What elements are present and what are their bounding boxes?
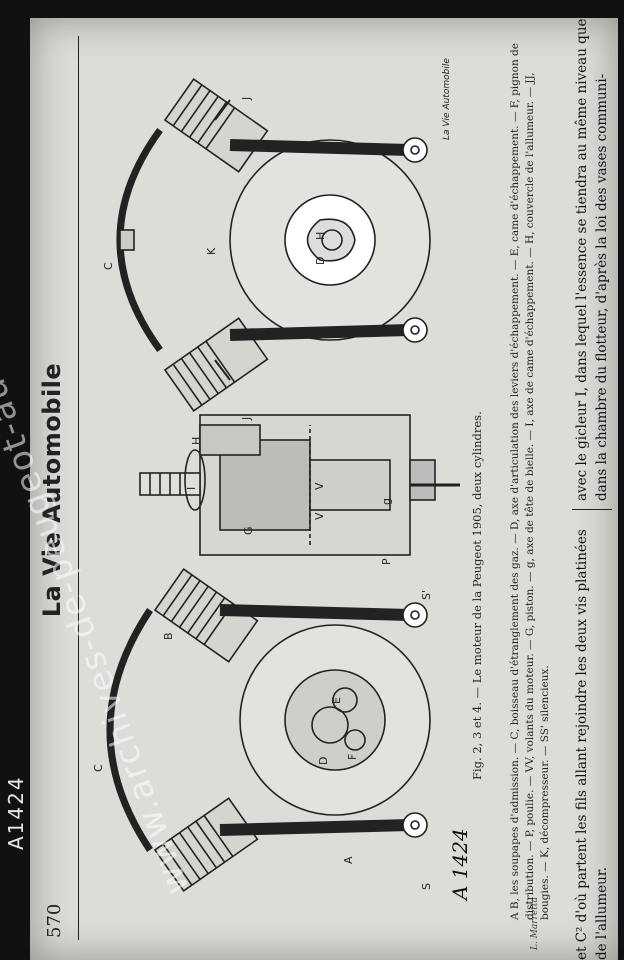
rotated-page-content: 570 La Vie Automobile xyxy=(0,18,618,960)
header-rule xyxy=(78,36,79,940)
body-text-left-column: et C² d'où partent les fils allant rejoi… xyxy=(574,529,610,960)
fig-label: H xyxy=(314,231,327,240)
figure-caption-legend: A B, les soupapes d'admission. — C, bois… xyxy=(509,43,551,920)
fig-label: S' xyxy=(420,589,433,600)
right-engine-view xyxy=(116,78,431,412)
fig-label: H xyxy=(190,436,203,445)
fig-label: A xyxy=(342,856,355,864)
fig-label: I xyxy=(185,486,198,490)
negative-number-mark: A1424 xyxy=(2,700,28,850)
fig-label: V xyxy=(313,512,326,520)
fig-label: S xyxy=(420,883,433,890)
fig-label: C xyxy=(92,764,105,772)
left-engine-view xyxy=(106,568,431,892)
figure-caption-title: Fig. 2, 3 et 4. — Le moteur de la Peugeo… xyxy=(470,411,484,780)
fig-label: B xyxy=(162,632,175,640)
middle-section-view xyxy=(139,414,460,556)
engine-drawing xyxy=(106,78,460,892)
fig-label: K xyxy=(205,247,218,255)
drawing-credit: La Vie Automobile xyxy=(442,58,452,140)
fig-label: V xyxy=(313,482,326,490)
fig-label: P xyxy=(380,558,393,565)
fig-label: g xyxy=(380,498,393,505)
fig-label: D xyxy=(314,256,327,265)
page-number: 570 xyxy=(44,903,65,938)
fig-label: E xyxy=(330,697,343,704)
negative-number-text: A1424 xyxy=(4,775,28,850)
fig-label: J xyxy=(240,416,253,420)
plate-number: A 1424 xyxy=(448,828,472,900)
fig-label: D xyxy=(317,756,330,765)
fig-label: J xyxy=(240,96,253,100)
magazine-page: 570 La Vie Automobile xyxy=(0,18,618,960)
fig-label: F xyxy=(346,753,359,760)
fig-label: C xyxy=(102,262,115,270)
fig-label: G xyxy=(242,526,255,535)
body-text-right-column: avec le gicleur I, dans lequel l'essence… xyxy=(572,18,612,510)
